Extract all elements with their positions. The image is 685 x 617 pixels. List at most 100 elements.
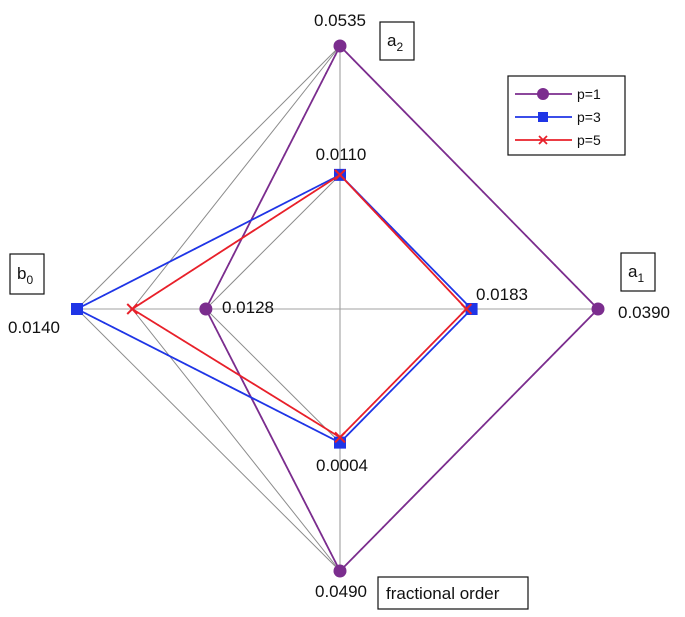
series-line-dot (419, 360, 422, 362)
series-line-dot (302, 117, 304, 120)
series-line-dot (367, 203, 369, 206)
series-line-dot (139, 302, 142, 305)
series-line-dot (228, 353, 230, 356)
legend-box (507, 75, 626, 156)
series-line-dot (246, 389, 249, 392)
series-line-dot (439, 147, 442, 150)
data-point-p=1-a1 (591, 302, 605, 316)
series-line-dot (311, 427, 314, 430)
series-line-dot (460, 446, 463, 449)
series-line-dot (269, 393, 272, 396)
series-line-dot (295, 409, 298, 412)
series-line-dot (432, 475, 435, 478)
series-line-dot (389, 96, 392, 99)
series-line-dot (346, 52, 349, 55)
legend-label: p=3 (577, 109, 601, 125)
series-line-dot (561, 344, 564, 347)
series-line-dot (203, 243, 205, 246)
series-line-dot (353, 555, 356, 558)
series-line-dot (388, 386, 391, 389)
series-line-dot (130, 335, 133, 338)
series-line-dot (325, 542, 328, 545)
series-line-dot (200, 263, 203, 266)
series-line-dot (191, 268, 194, 271)
series-line-dot (374, 533, 377, 536)
series-line-dot (412, 248, 414, 251)
series-line-dot (451, 322, 454, 325)
series-line-dot (241, 380, 244, 383)
legend-marker (538, 135, 548, 145)
series-line-dot (252, 382, 255, 385)
series-line-dot (575, 286, 578, 288)
series-line-dot (193, 247, 196, 250)
series-line-dot (278, 213, 281, 215)
series-line-dot (568, 278, 571, 281)
series-line-dot (94, 298, 97, 301)
series-line-dot (269, 218, 272, 221)
series-line-dot (243, 377, 246, 380)
series-line-dot (353, 426, 356, 429)
data-point-p=1-a2 (333, 39, 347, 53)
series-line-dot (217, 252, 220, 255)
series-line-dot (230, 386, 233, 389)
series-line-dot (353, 59, 356, 62)
series-line-dot (525, 380, 528, 383)
series-line-dot (292, 135, 295, 138)
series-line-dot (261, 388, 263, 391)
series-line-dot (382, 88, 384, 91)
series-line-dot (453, 161, 456, 164)
series-line-dot (278, 399, 281, 401)
series-line-dot (311, 99, 314, 102)
series-line-dot (395, 379, 398, 382)
series-line-dot (284, 414, 287, 416)
series-line-dot (402, 372, 405, 375)
svg-text:fractional order: fractional order (386, 584, 500, 603)
series-line-dot (503, 213, 506, 215)
series-line-dot (315, 90, 318, 93)
series-line-dot (311, 187, 314, 190)
series-line-dot (228, 262, 230, 265)
inner-value-label-a2: 0.0110 (316, 145, 367, 164)
series-line-dot (209, 317, 212, 319)
series-line-dot (214, 326, 217, 328)
series-line-dot (311, 515, 314, 518)
series-line-dot (511, 220, 513, 223)
series-line-dot (121, 284, 124, 287)
series-line-dot (367, 407, 369, 410)
series-line-dot (589, 300, 592, 303)
series-line-dot (157, 291, 160, 294)
series-line-dot (437, 336, 440, 339)
series-line-dot (265, 425, 267, 428)
series-line-dot (353, 422, 355, 425)
series-line-dot (439, 468, 442, 471)
series-line-dot (226, 246, 229, 249)
series-line-dot (382, 397, 385, 399)
series-line-dot (223, 271, 226, 274)
axis-name-a2: a2 (379, 21, 415, 61)
series-line-dot (166, 261, 169, 264)
series-line-dot (360, 67, 363, 69)
series-line-dot (288, 144, 291, 147)
series-line-dot (434, 270, 436, 273)
series-line-dot (374, 400, 377, 403)
series-line-dot (397, 233, 400, 236)
series-line-dot (315, 524, 318, 527)
series-line-dot (360, 196, 362, 199)
series-line-dot (288, 470, 291, 473)
series-line-dot (582, 322, 585, 325)
series-line-dot (456, 322, 458, 325)
series-line-dot (546, 256, 549, 259)
series-line-dot (446, 154, 449, 157)
series-line-dot (419, 255, 422, 258)
series-line-dot (416, 255, 419, 258)
series-line-dot (463, 315, 466, 318)
radar-series (71, 39, 605, 578)
series-line-dot (257, 400, 260, 403)
series-line-dot (417, 125, 420, 128)
data-point-p=5-b0 (126, 303, 138, 315)
series-line-dot (482, 424, 485, 427)
series-line-dot (410, 497, 413, 500)
series-line-dot (313, 190, 315, 193)
series-line-dot (403, 504, 406, 507)
